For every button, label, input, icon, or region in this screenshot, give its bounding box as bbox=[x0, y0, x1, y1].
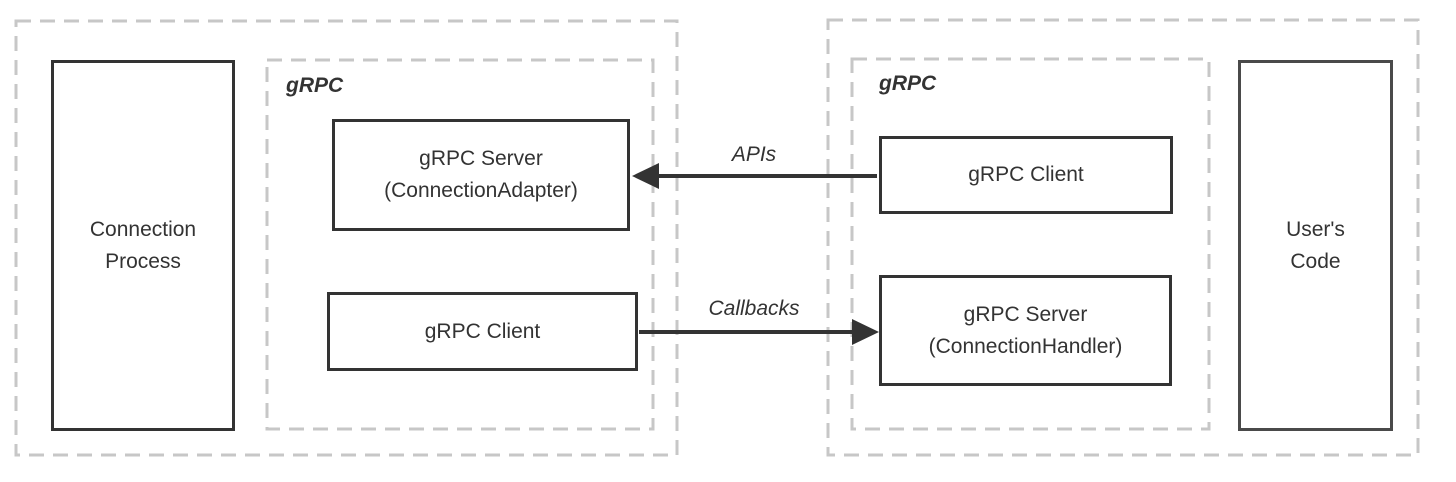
right-grpc-server-label-line2: (ConnectionHandler) bbox=[928, 334, 1123, 358]
users-code-box: User's Code bbox=[1238, 60, 1393, 431]
right-grpc-client-box: gRPC Client bbox=[879, 136, 1173, 214]
left-grpc-client-box: gRPC Client bbox=[327, 292, 638, 371]
right-process-group-dashed-border bbox=[826, 18, 1420, 457]
apis-arrowhead-left-icon bbox=[632, 163, 659, 189]
connection-process-label-line2: Process bbox=[105, 249, 181, 273]
left-grpc-container-dashed-border bbox=[265, 58, 655, 431]
left-grpc-server-adapter-box: gRPC Server (ConnectionAdapter) bbox=[332, 119, 630, 231]
callbacks-arrowhead-right-icon bbox=[852, 319, 879, 345]
right-grpc-client-label: gRPC Client bbox=[968, 163, 1084, 186]
users-code-label-line1: User's bbox=[1286, 217, 1345, 241]
right-grpc-server-handler-box: gRPC Server (ConnectionHandler) bbox=[879, 275, 1172, 386]
connection-process-box: Connection Process bbox=[51, 60, 235, 431]
left-grpc-server-label-line2: (ConnectionAdapter) bbox=[384, 179, 578, 202]
apis-arrow-label: APIs bbox=[731, 143, 777, 166]
right-grpc-container-label: gRPC bbox=[879, 72, 937, 95]
left-grpc-client-label: gRPC Client bbox=[424, 319, 541, 343]
left-grpc-server-label-line1: gRPC Server bbox=[419, 147, 543, 170]
left-grpc-container-label: gRPC bbox=[286, 74, 344, 97]
right-grpc-server-label-line1: gRPC Server bbox=[963, 302, 1088, 326]
callbacks-arrow-label: Callbacks bbox=[708, 297, 800, 320]
connection-process-label-line1: Connection bbox=[89, 217, 197, 241]
right-grpc-container-dashed-border bbox=[850, 57, 1211, 431]
left-process-group-dashed-border bbox=[14, 19, 679, 457]
users-code-label-line2: Code bbox=[1290, 249, 1341, 273]
